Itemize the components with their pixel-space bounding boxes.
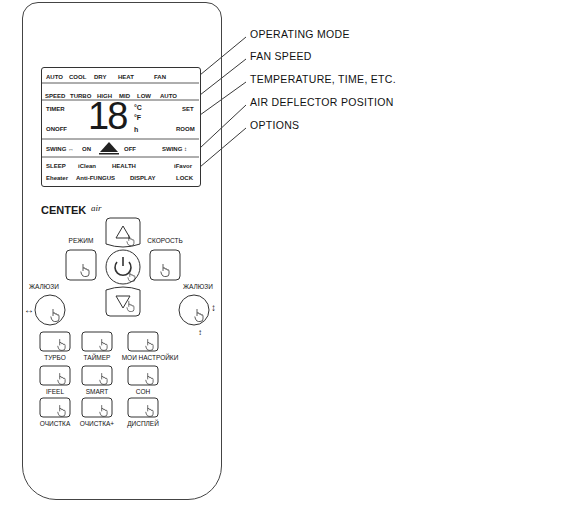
button-label: ЖАЛЮЗИ xyxy=(183,284,213,291)
display-indicator: SWING ↕ xyxy=(162,146,187,152)
display-indicator: HEALTH xyxy=(112,163,136,169)
button-label: ТУРБО xyxy=(44,355,66,362)
callout-label: OPTIONS xyxy=(250,120,299,131)
display-indicator: DISPLAY xyxy=(130,175,155,181)
callout-label: FAN SPEED xyxy=(250,51,312,62)
display-separators xyxy=(41,83,199,157)
display-indicator: ONOFF xyxy=(46,126,67,132)
button-label: СКОРОСТЬ xyxy=(147,238,182,245)
display-indicator: LOCK xyxy=(176,175,193,181)
brand-logo: air xyxy=(91,204,102,213)
display-indicator: SLEEP xyxy=(46,163,66,169)
leader-lines xyxy=(200,37,246,167)
hand-icons xyxy=(51,235,203,416)
brand-logo: CENTEK xyxy=(41,205,86,216)
display-indicator: AUTO xyxy=(160,93,177,99)
display-indicator: SET xyxy=(182,106,194,112)
button-label: SMART xyxy=(86,389,109,396)
display-indicator: h xyxy=(134,126,138,133)
display-indicator: SWING ↔ xyxy=(46,146,74,152)
deflector-symbol xyxy=(99,142,119,155)
callout-label: AIR DEFLECTOR POSITION xyxy=(250,97,394,108)
display-indicator: AUTO xyxy=(46,74,63,80)
button-label: ЖАЛЮЗИ xyxy=(29,284,59,291)
display-indicator: ROOM xyxy=(176,126,195,132)
button-label: IFEEL xyxy=(46,389,64,396)
display-indicator: °F xyxy=(134,114,141,121)
display-indicator: DRY xyxy=(94,74,106,80)
display-indicator: COOL xyxy=(69,74,86,80)
display-indicator: HEAT xyxy=(118,74,134,80)
display-indicator: OFF xyxy=(124,146,136,152)
control-buttons xyxy=(35,218,209,417)
display-indicator: iClean xyxy=(78,163,96,169)
button-label: ОЧИСТКА+ xyxy=(80,421,114,428)
lcd-display: AUTOCOOLDRYHEATFANSPEEDTURBOHIGHMIDLOWAU… xyxy=(41,67,201,187)
button-label: МОИ НАСТРОЙКИ xyxy=(122,355,179,362)
display-indicator: ON xyxy=(82,146,91,152)
button-label: ТАЙМЕР xyxy=(84,355,111,362)
button-label: ↕ xyxy=(211,303,216,313)
display-indicator: 18 xyxy=(88,97,126,135)
display-indicator: TIMER xyxy=(46,106,65,112)
button-label: СОН xyxy=(136,389,150,396)
button-label: ДИСПЛЕЙ xyxy=(127,421,159,428)
display-indicator: Anti-FUNGUS xyxy=(76,175,115,181)
display-indicator: iFavor xyxy=(174,163,192,169)
button-label: ОЧИСТКА xyxy=(40,421,71,428)
button-label: РЕЖИМ xyxy=(69,238,94,245)
callout-label: OPERATING MODE xyxy=(250,29,350,40)
display-indicator: LOW xyxy=(137,93,151,99)
display-indicator: FAN xyxy=(154,74,166,80)
display-indicator: °C xyxy=(134,104,142,111)
button-label: ↔ xyxy=(24,305,34,315)
display-indicator: Eheater xyxy=(46,175,68,181)
callout-label: TEMPERATURE, TIME, ETC. xyxy=(250,74,396,85)
display-indicator: SPEED xyxy=(45,93,65,99)
button-label: ↕ xyxy=(198,329,202,337)
